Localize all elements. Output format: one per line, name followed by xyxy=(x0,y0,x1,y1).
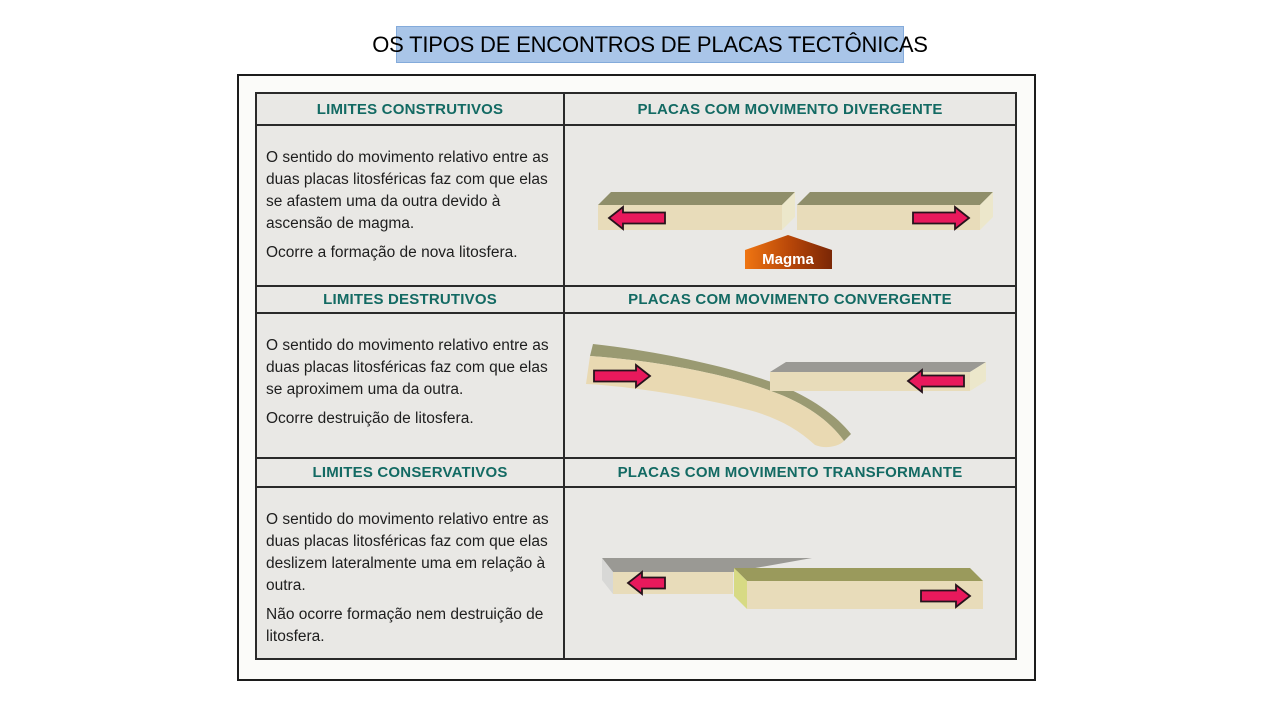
header-label: LIMITES CONSERVATIVOS xyxy=(312,464,508,481)
left-arrow-icon xyxy=(607,205,666,231)
header-label: PLACAS COM MOVIMENTO DIVERGENTE xyxy=(637,100,943,118)
description-construtivos: O sentido do movimento relativo entre as… xyxy=(257,126,565,287)
left-pointing-arrow-icon xyxy=(626,570,666,596)
header-label: LIMITES DESTRUTIVOS xyxy=(323,291,497,308)
convergent-plates-svg xyxy=(586,344,986,448)
description-paragraph: O sentido do movimento relativo entre as… xyxy=(266,337,549,398)
right-plate xyxy=(797,192,993,230)
description-paragraph: Ocorre destruição de litosfera. xyxy=(266,410,474,427)
slide-title: OS TIPOS DE ENCONTROS DE PLACAS TECTÔNIC… xyxy=(372,26,928,63)
convergent-plates-illustration xyxy=(565,314,1015,459)
description-paragraph: Não ocorre formação nem destruição de li… xyxy=(266,606,544,645)
header-limites-construtivos: LIMITES CONSTRUTIVOS xyxy=(257,94,565,126)
plate-boundaries-table: LIMITES CONSTRUTIVOS PLACAS COM MOVIMENT… xyxy=(255,92,1017,660)
header-movimento-transformante: PLACAS COM MOVIMENTO TRANSFORMANTE xyxy=(565,459,1015,488)
header-label: LIMITES CONSTRUTIVOS xyxy=(316,100,504,118)
tectonics-figure: LIMITES CONSTRUTIVOS PLACAS COM MOVIMENT… xyxy=(237,74,1036,681)
transform-plates-svg xyxy=(602,558,983,609)
right-pointing-arrow-icon xyxy=(920,583,972,609)
right-arrow-icon xyxy=(912,205,971,231)
header-label: PLACAS COM MOVIMENTO TRANSFORMANTE xyxy=(617,464,963,481)
description-paragraph: O sentido do movimento relativo entre as… xyxy=(266,511,549,594)
right-plate xyxy=(734,568,983,609)
header-movimento-convergente: PLACAS COM MOVIMENTO CONVERGENTE xyxy=(565,287,1015,314)
header-movimento-divergente: PLACAS COM MOVIMENTO DIVERGENTE xyxy=(565,94,1015,126)
header-label: PLACAS COM MOVIMENTO CONVERGENTE xyxy=(628,291,952,308)
header-limites-destrutivos: LIMITES DESTRUTIVOS xyxy=(257,287,565,314)
description-paragraph: Ocorre a formação de nova litosfera. xyxy=(266,244,518,261)
magma-label: Magma xyxy=(762,251,814,268)
transform-plates-illustration xyxy=(565,488,1015,658)
divergent-plates-illustration: Magma xyxy=(565,126,1015,287)
divergent-plates-svg: Magma xyxy=(598,192,993,269)
right-pointing-arrow-icon xyxy=(593,363,652,389)
description-paragraph: O sentido do movimento relativo entre as… xyxy=(266,149,549,232)
subducting-plate xyxy=(586,344,851,448)
description-destrutivos: O sentido do movimento relativo entre as… xyxy=(257,314,565,459)
left-pointing-arrow-icon xyxy=(906,368,965,394)
magma-shape: Magma xyxy=(745,235,832,269)
header-limites-conservativos: LIMITES CONSERVATIVOS xyxy=(257,459,565,488)
description-conservativos: O sentido do movimento relativo entre as… xyxy=(257,488,565,658)
slide-title-text: OS TIPOS DE ENCONTROS DE PLACAS TECTÔNIC… xyxy=(372,31,928,57)
